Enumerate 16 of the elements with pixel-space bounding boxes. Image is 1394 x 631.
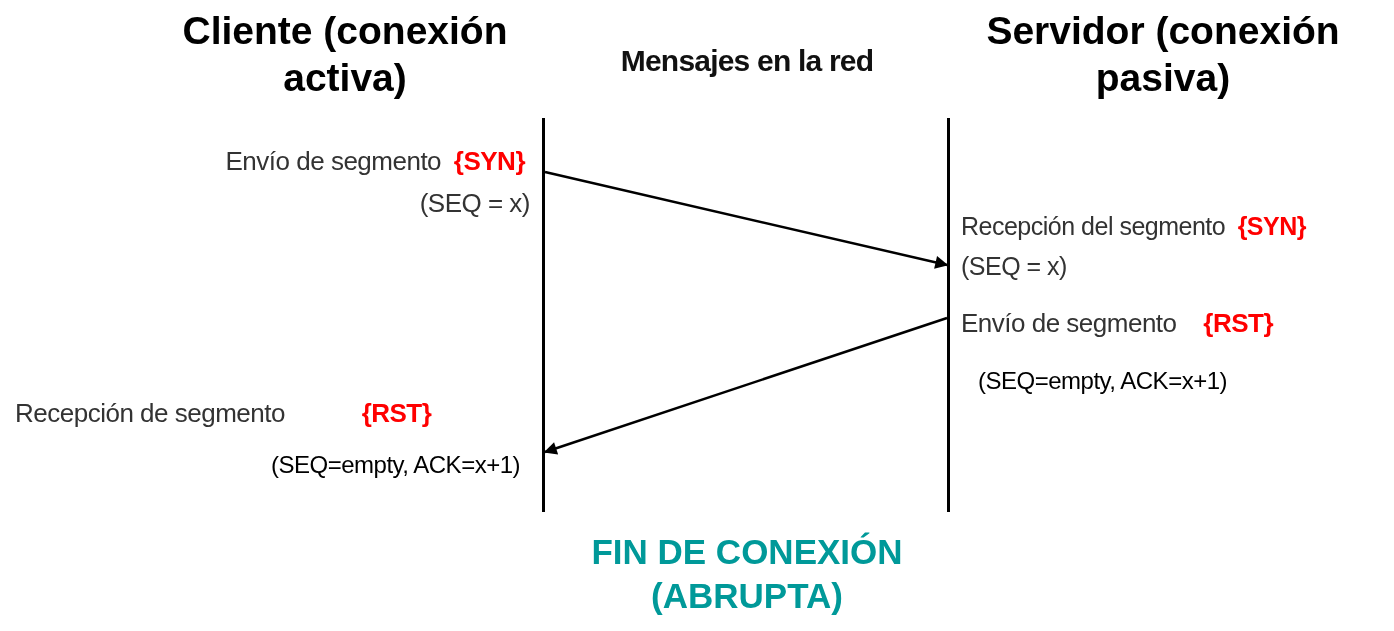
- event-text: (SEQ=empty, ACK=x+1): [271, 451, 520, 479]
- caption: FIN DE CONEXIÓN (ABRUPTA): [590, 531, 904, 617]
- event-text: Recepción de segmento {RST}: [15, 398, 432, 429]
- lifeline: [542, 118, 545, 512]
- column-heading: Cliente (conexión activa): [181, 8, 509, 101]
- message-arrow: [543, 316, 948, 455]
- event-text: (SEQ = x): [961, 252, 1067, 281]
- event-text: (SEQ = x): [419, 188, 530, 219]
- lifeline: [947, 118, 950, 512]
- message-arrow: [544, 170, 949, 269]
- diagram-title: Mensajes en la red: [619, 44, 875, 78]
- event-text: Envío de segmento {RST}: [961, 308, 1273, 339]
- event-text: Envío de segmento {SYN}: [225, 146, 525, 177]
- event-text: (SEQ=empty, ACK=x+1): [978, 367, 1227, 395]
- column-heading: Servidor (conexión pasiva): [985, 8, 1341, 101]
- event-text: Recepción del segmento {SYN}: [961, 212, 1306, 241]
